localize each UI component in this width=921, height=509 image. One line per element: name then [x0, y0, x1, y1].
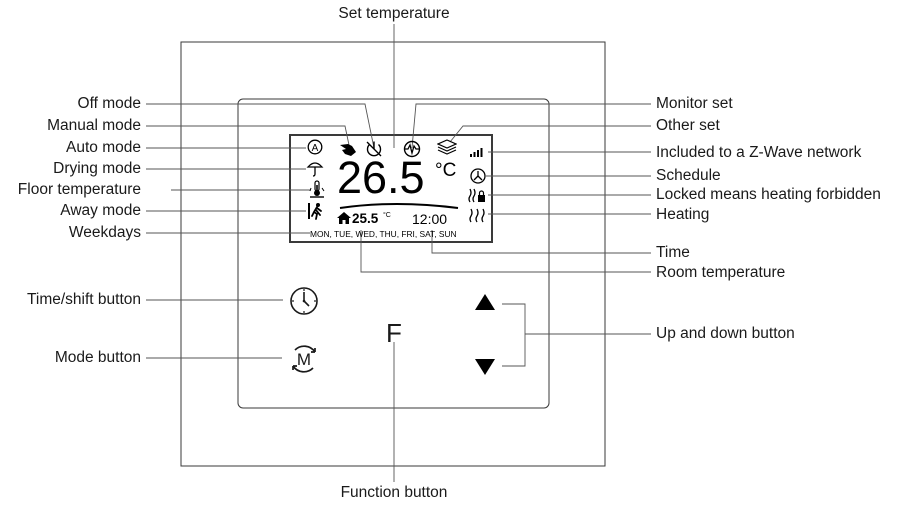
down-arrow-icon	[475, 359, 495, 375]
lcd-room-unit: °C	[383, 212, 391, 219]
label-away-mode: Away mode	[60, 202, 141, 219]
mode-letter: M	[297, 350, 311, 369]
off-mode-icon	[366, 141, 382, 157]
label-time-shift-button: Time/shift button	[26, 291, 141, 308]
lcd-screen	[289, 134, 493, 243]
auto-mode-icon: A	[307, 139, 323, 155]
mode-button[interactable]: M	[287, 342, 321, 376]
heating-lock-icon	[468, 188, 485, 203]
up-arrow-icon	[475, 294, 495, 310]
lcd-room-temperature: 25.5	[352, 211, 379, 226]
inner-panel	[237, 98, 550, 409]
home-icon	[337, 212, 351, 224]
label-weekdays: Weekdays	[68, 224, 141, 241]
floor-thermometer-icon	[309, 180, 325, 198]
label-time: Time	[656, 244, 690, 261]
up-button[interactable]	[472, 291, 498, 313]
time-shift-button[interactable]	[288, 285, 320, 317]
label-monitor-set: Monitor set	[656, 95, 733, 112]
label-mode-button: Mode button	[54, 349, 141, 366]
function-letter: F	[386, 318, 402, 348]
label-floor-temperature: Floor temperature	[17, 181, 141, 198]
monitor-wave-icon	[403, 140, 421, 158]
label-room-temperature: Room temperature	[656, 264, 786, 281]
clock-icon	[290, 287, 318, 315]
label-locked: Locked means heating forbidden	[656, 186, 881, 203]
label-manual-mode: Manual mode	[47, 117, 141, 134]
hand-icon	[340, 144, 356, 156]
lcd-unit: °C	[435, 160, 457, 181]
label-set-temperature: Set temperature	[338, 5, 450, 22]
label-other-set: Other set	[656, 117, 720, 134]
function-button[interactable]: F	[380, 316, 408, 350]
label-off-mode: Off mode	[77, 95, 141, 112]
label-up-down-button: Up and down button	[656, 325, 795, 342]
layers-icon	[437, 139, 457, 155]
label-function-button: Function button	[340, 484, 448, 501]
outer-frame	[180, 41, 606, 467]
umbrella-icon	[306, 162, 324, 177]
mode-cycle-icon: M	[292, 345, 316, 373]
auto-mode-letter: A	[312, 143, 319, 154]
lcd-set-temperature: 26.5	[337, 152, 425, 203]
down-button[interactable]	[472, 356, 498, 378]
schedule-clock-icon	[470, 168, 486, 184]
lcd-weekdays: MON, TUE, WED, THU, FRI, SAT, SUN	[310, 229, 457, 239]
label-schedule: Schedule	[656, 167, 721, 184]
label-drying-mode: Drying mode	[53, 160, 141, 177]
label-included-zwave: Included to a Z-Wave network	[656, 144, 862, 161]
label-heating: Heating	[656, 206, 710, 223]
lcd-time: 12:00	[412, 211, 448, 227]
label-auto-mode: Auto mode	[66, 139, 141, 156]
lcd-arc	[339, 203, 459, 209]
heating-waves-icon	[469, 208, 485, 223]
signal-bars-icon	[470, 148, 483, 157]
away-person-icon	[308, 203, 322, 220]
